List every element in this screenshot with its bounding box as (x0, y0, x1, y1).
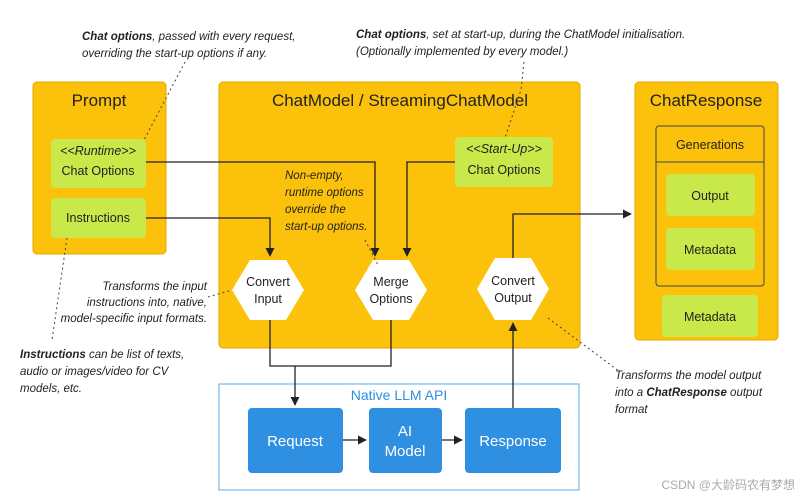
callout-startup (504, 61, 525, 139)
note-chat-options-runtime: Chat options, passed with every request,… (82, 31, 295, 60)
outer-metadata-label: Metadata (684, 310, 736, 324)
svg-text:Instructions can be list of te: Instructions can be list of texts, (20, 349, 184, 361)
instructions-label: Instructions (66, 211, 130, 225)
chatmodel-title: ChatModel / StreamingChatModel (272, 91, 528, 110)
inner-metadata-box (666, 228, 755, 270)
generations-box: Generations Output Metadata (655, 125, 765, 287)
note-transforms-output-post: output (727, 387, 763, 399)
ai-model-line-1: AI (398, 423, 412, 440)
note-transforms-output: Transforms the model output into a ChatR… (615, 370, 763, 416)
request-label: Request (267, 433, 324, 450)
svg-text:Chat options, set at start-up,: Chat options, set at start-up, during th… (356, 29, 685, 41)
arrow-convert-to-request (269, 320, 300, 406)
native-llm-api-title: Native LLM API (351, 387, 448, 403)
override-note-line-3: override the (285, 204, 346, 216)
convert-output-line-2: Output (494, 291, 532, 305)
prompt-box: Prompt <<Runtime>> Chat Options Instruct… (32, 81, 167, 255)
note-transforms-input-line-2: instructions into, native, (87, 297, 207, 309)
convert-input-hexagon: Convert Input (232, 260, 304, 320)
note-instructions: Instructions can be list of texts, audio… (20, 349, 184, 395)
merge-options-hexagon: Merge Options (355, 260, 427, 320)
response-box (465, 408, 561, 473)
note-startup-bold: Chat options (356, 29, 426, 41)
outer-metadata-box (662, 295, 758, 337)
override-note-line-4: start-up options. (285, 221, 367, 233)
prompt-chat-options-label: Chat Options (62, 164, 135, 178)
arrow-startup-to-merge (402, 161, 455, 257)
note-transforms-input-line-3: model-specific input formats. (61, 313, 207, 325)
convert-output-hexagon: Convert Output (477, 258, 549, 320)
callout-lines (51, 61, 621, 373)
chatresponse-box: ChatResponse Generations Output Metadata… (634, 81, 779, 341)
arrow-instructions-to-convert (146, 217, 275, 257)
output-label: Output (691, 189, 729, 203)
note-transforms-output-line-1: Transforms the model output (615, 370, 762, 382)
svg-text:Chat options, passed with ever: Chat options, passed with every request, (82, 31, 295, 43)
convert-output-line-1: Convert (491, 274, 535, 288)
override-note-line-2: runtime options (285, 187, 364, 199)
note-transforms-output-line-3: format (615, 404, 648, 416)
merge-options-line-1: Merge (373, 275, 408, 289)
note-transforms-input: Transforms the input instructions into, … (61, 281, 208, 325)
watermark: CSDN @大龄码农有梦想 (661, 477, 795, 492)
output-box (666, 174, 755, 216)
callout-transform-input (207, 289, 233, 298)
callout-instructions (51, 237, 68, 341)
connectors (146, 161, 632, 445)
svg-text:into a ChatResponse output: into a ChatResponse output (615, 387, 763, 399)
prompt-title: Prompt (72, 91, 127, 110)
convert-input-line-2: Input (254, 292, 282, 306)
request-box (248, 408, 343, 473)
startup-chat-options-label: Chat Options (468, 163, 541, 177)
note-instructions-bold: Instructions (20, 349, 86, 361)
chatresponse-title: ChatResponse (650, 91, 762, 110)
callout-transform-output (547, 317, 621, 373)
note-startup-rest: , set at start-up, during the ChatModel … (426, 29, 685, 41)
note-chat-options-startup: Chat options, set at start-up, during th… (356, 29, 685, 58)
inner-metadata-label: Metadata (684, 243, 736, 257)
note-runtime-line-2: overriding the start-up options if any. (82, 48, 267, 60)
startup-tag: <<Start-Up>> (466, 142, 542, 156)
chatmodel-box: ChatModel / StreamingChatModel <<Start-U… (218, 81, 581, 349)
override-note: Non-empty, runtime options override the … (285, 170, 367, 233)
generations-label: Generations (676, 138, 744, 152)
runtime-tag: <<Runtime>> (60, 144, 136, 158)
note-runtime-rest: , passed with every request, (152, 31, 295, 43)
note-instructions-line-3: models, etc. (20, 383, 82, 395)
convert-input-line-1: Convert (246, 275, 290, 289)
note-runtime-bold: Chat options (82, 31, 152, 43)
note-instructions-line-2: audio or images/video for CV (20, 366, 170, 378)
arrow-convert-output-to-chatresponse (512, 209, 632, 258)
note-instructions-rest: can be list of texts, (86, 349, 184, 361)
native-llm-api-box: Native LLM API Request AI Model Response (218, 383, 580, 491)
override-note-line-1: Non-empty, (285, 170, 344, 182)
startup-chat-options-box: <<Start-Up>> Chat Options (455, 137, 553, 187)
arrow-merge-to-request (295, 320, 392, 367)
response-label: Response (479, 433, 547, 450)
merge-options-line-2: Options (369, 292, 412, 306)
ai-model-line-2: Model (385, 443, 426, 460)
note-transforms-output-pre: into a (615, 387, 646, 399)
ai-model-box (369, 408, 442, 473)
note-transforms-input-line-1: Transforms the input (102, 281, 207, 293)
note-startup-line-2: (Optionally implemented by every model.) (356, 46, 568, 58)
prompt-chat-options-box: <<Runtime>> Chat Options (51, 139, 146, 188)
note-transforms-output-bold: ChatResponse (646, 387, 727, 399)
arrow-runtime-to-merge (146, 161, 380, 257)
instructions-box: Instructions (51, 198, 146, 238)
